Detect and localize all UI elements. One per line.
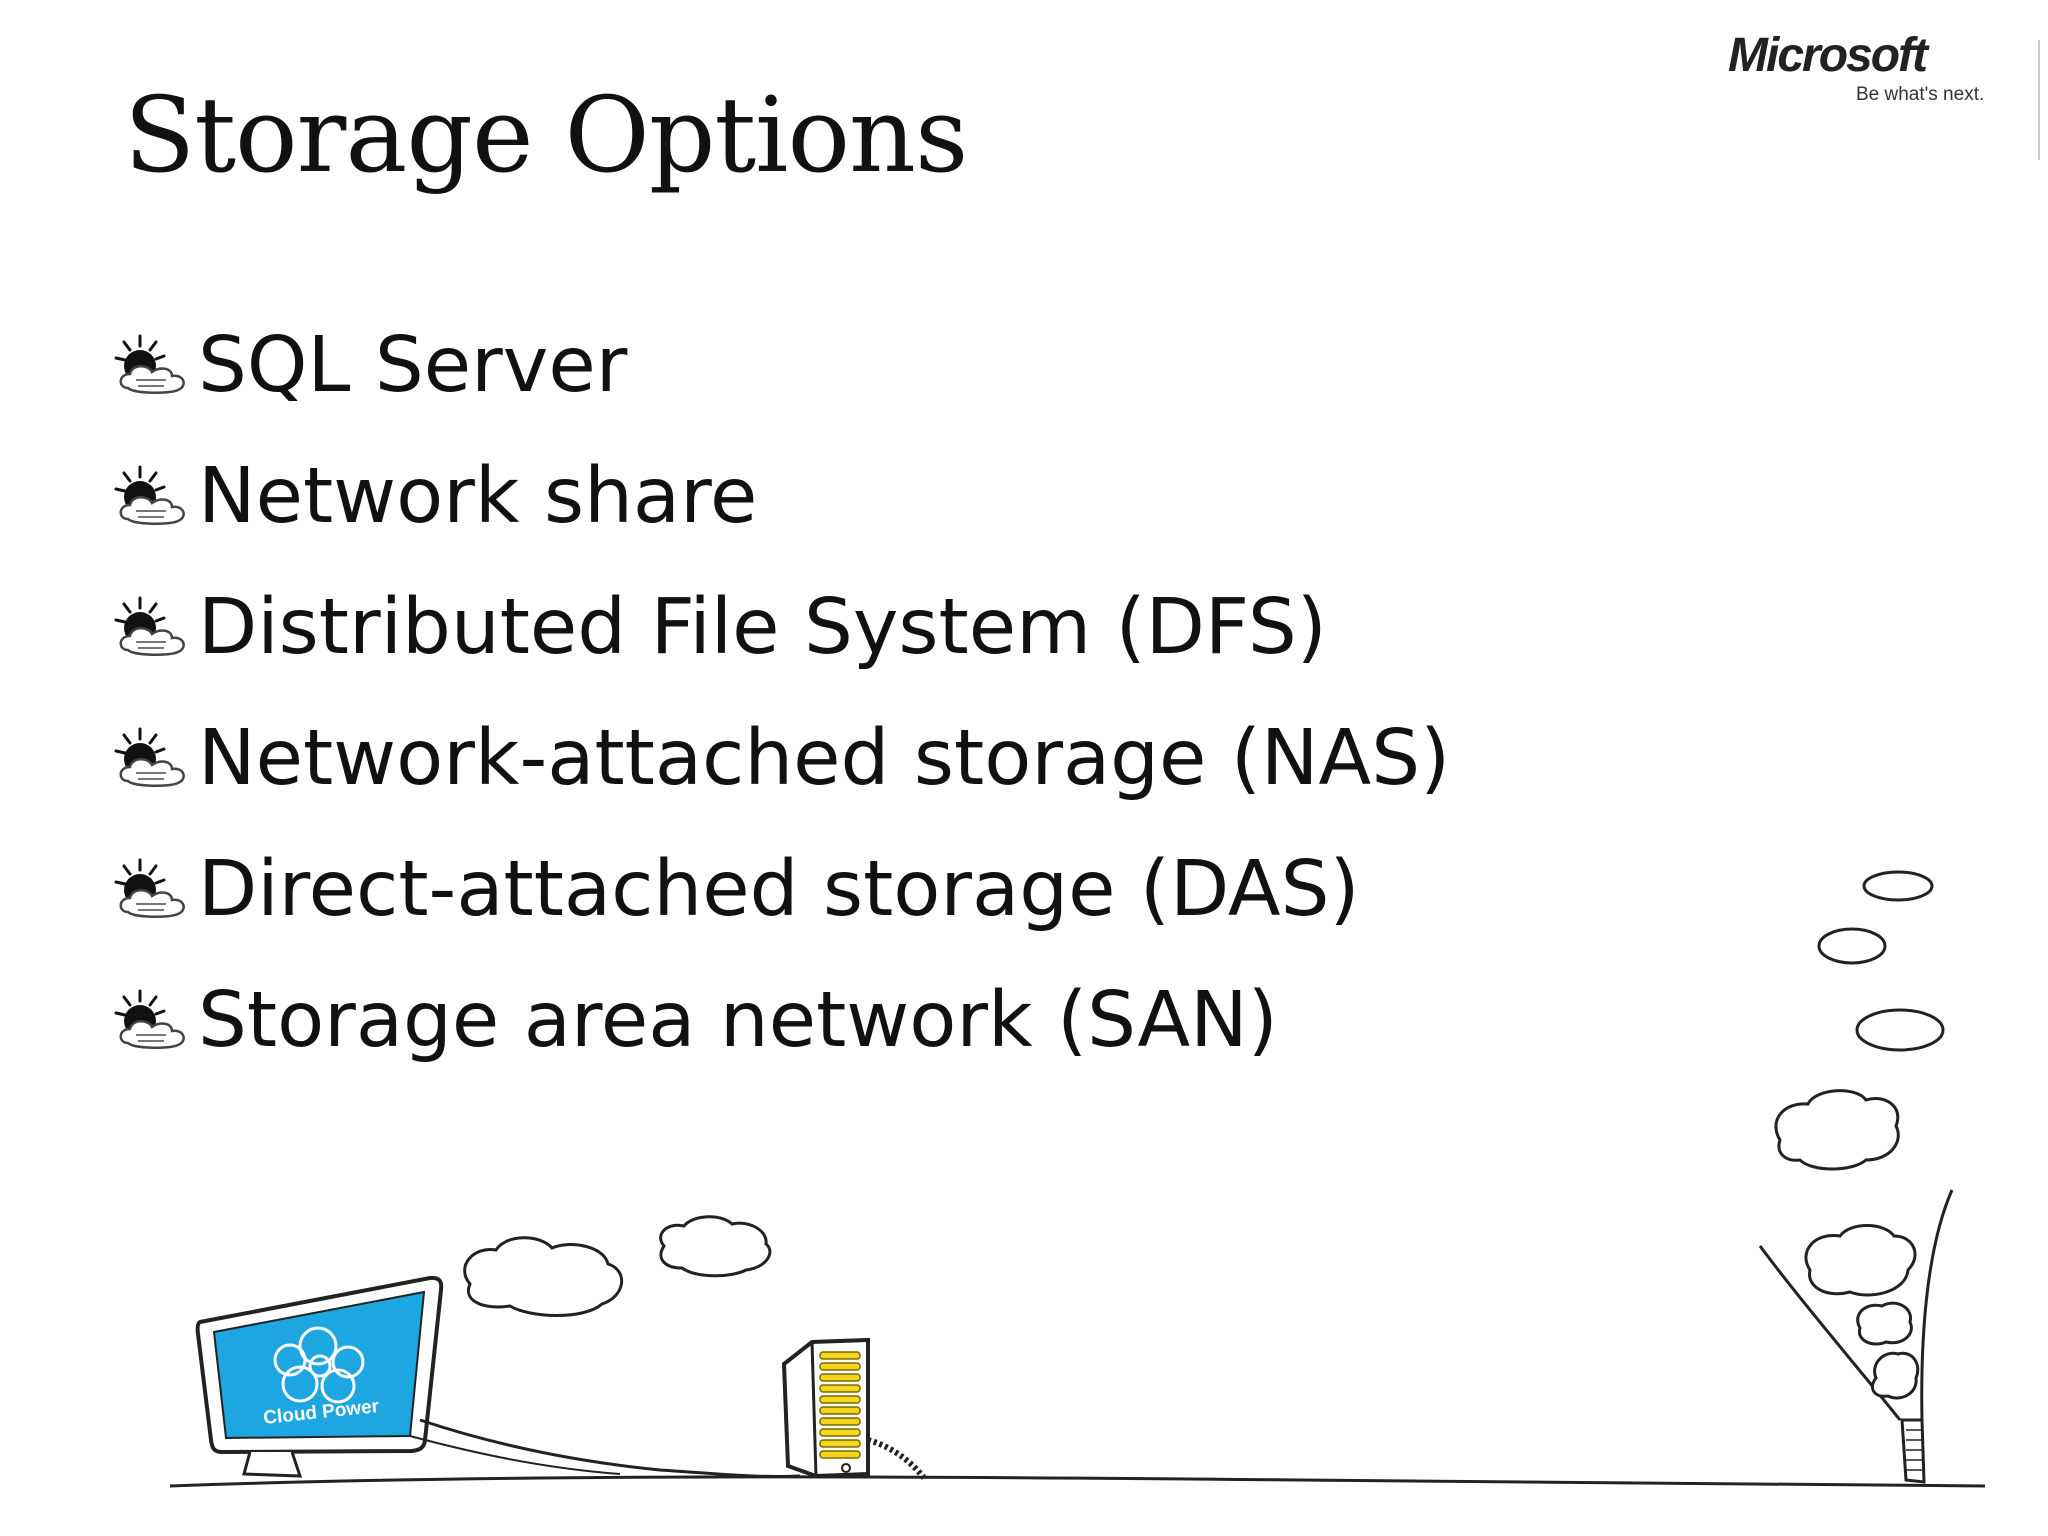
slide-title: Storage Options: [124, 74, 968, 196]
bullet-item: Network-attached storage (NAS): [110, 693, 1450, 824]
monitor-icon: Cloud Power: [195, 1275, 801, 1479]
cloud-icon: [1774, 1089, 1900, 1171]
logo-wordmark: Microsoft: [1728, 29, 1928, 82]
cloud-icon: [1817, 927, 1887, 965]
slide-edge-divider: [2038, 40, 2044, 160]
sun-cloud-bullet-icon: [110, 592, 196, 664]
bullet-label: Direct-attached storage (DAS): [198, 845, 1360, 934]
sun-cloud-bullet-icon: [110, 723, 196, 795]
bullet-label: Network share: [198, 452, 758, 541]
logo-tagline: Be what's next.: [1856, 84, 1985, 105]
cloud-icon: [463, 1236, 624, 1317]
bullet-item: SQL Server: [110, 300, 1450, 431]
bullet-label: SQL Server: [198, 321, 628, 410]
bullet-label: Distributed File System (DFS): [198, 583, 1327, 672]
server-icon: [781, 1337, 927, 1480]
bullet-label: Storage area network (SAN): [198, 976, 1278, 1065]
microsoft-logo: Microsoft Be what's next.: [1728, 28, 2008, 118]
bullet-item: Distributed File System (DFS): [110, 562, 1450, 693]
ground-line: [169, 1475, 1986, 1488]
cloud-funnel-icon: [1758, 1189, 1954, 1484]
bullet-label: Network-attached storage (NAS): [198, 714, 1451, 803]
bullet-item: Network share: [110, 431, 1450, 562]
cloud-icon: [1862, 870, 1934, 902]
cloud-scene-illustration: Cloud Power: [169, 870, 1986, 1488]
sun-cloud-bullet-icon: [110, 330, 196, 402]
bullet-item: Direct-attached storage (DAS): [110, 824, 1450, 955]
sun-cloud-bullet-icon: [110, 461, 196, 533]
cloud-icon: [1855, 1008, 1945, 1052]
cloud-icon: [659, 1215, 772, 1278]
bullet-item: Storage area network (SAN): [110, 955, 1450, 1086]
bullet-list: SQL Server Network share Distributed Fil…: [110, 300, 1450, 1086]
